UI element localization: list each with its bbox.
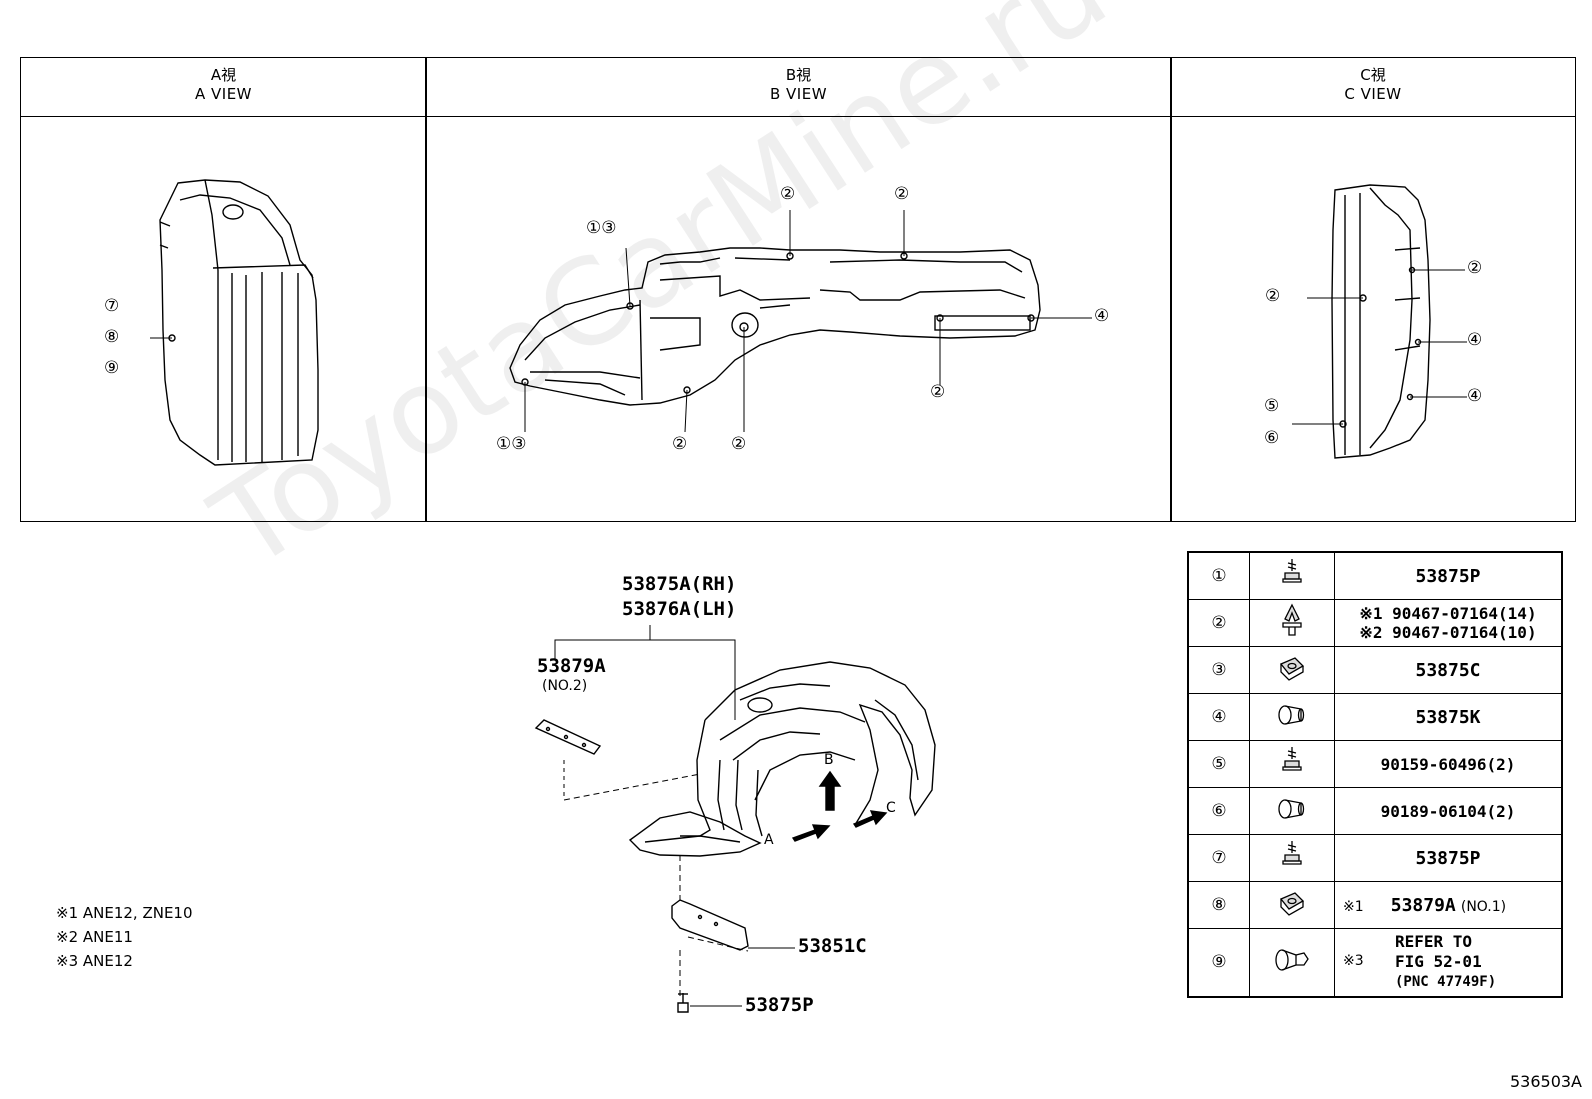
b-view-callout-1-3-bottom: ①③	[496, 434, 527, 454]
exploded-leaders	[554, 625, 795, 1007]
screw-part-number: 53875P	[745, 994, 814, 1016]
part-number-line-2: ※2 90467-07164(10)	[1359, 623, 1537, 642]
view-c-title-en: C VIEW	[1344, 85, 1402, 103]
figure-code: 536503A	[1509, 1072, 1582, 1091]
view-a-title-en: A VIEW	[194, 85, 253, 103]
c-view-callout-2-left: ②	[1265, 286, 1281, 306]
clip-nut-icon	[1279, 657, 1305, 681]
note-2: ※2 ANE11	[56, 928, 133, 946]
row-number: ④	[1211, 707, 1227, 727]
part-number: 53879A	[1390, 894, 1456, 916]
row-number: ⑤	[1211, 754, 1227, 774]
screw-icon	[1282, 559, 1302, 583]
bracket-part-number: 53879A	[537, 655, 606, 677]
row-number: ⑨	[1211, 952, 1227, 973]
part-number: 90159-60496(2)	[1380, 754, 1516, 774]
part-number: 53875C	[1415, 659, 1481, 681]
table-row: ⑤ 90159-60496(2)	[1187, 740, 1563, 788]
a-view-callout-7: ⑦	[104, 296, 120, 316]
part-number: 53875K	[1415, 706, 1481, 728]
table-row: ③ 53875C	[1187, 646, 1563, 694]
clip-nut-icon	[1279, 892, 1305, 916]
row-number: ②	[1211, 613, 1227, 633]
table-row: ⑨ ※3 REFER TO FIG 52-01 (PNC 47749F)	[1187, 928, 1563, 997]
exploded-liner-drawing	[534, 661, 936, 1013]
view-b-header: B視 B VIEW	[426, 58, 1171, 117]
arrow-label-a: A	[764, 832, 774, 848]
view-c-header: C視 C VIEW	[1171, 58, 1575, 117]
part-number-line-1: ※1 90467-07164(14)	[1359, 604, 1537, 623]
note-3: ※3 ANE12	[56, 952, 133, 970]
c-view-callout-4-lower: ④	[1467, 386, 1483, 406]
part-number: 90189-06104(2)	[1380, 801, 1516, 821]
retainer-icon	[1275, 949, 1309, 971]
b-view-liner-drawing	[509, 247, 1041, 406]
view-b-title-jp: B視	[785, 66, 812, 84]
c-view-callout-5: ⑤	[1264, 396, 1280, 416]
reference-line-3: (PNC 47749F)	[1395, 974, 1497, 991]
arrow-label-c: C	[886, 800, 896, 816]
screw-icon	[1282, 747, 1302, 771]
b-view-callout-2-c: ②	[930, 382, 946, 402]
reference-line-2: FIG 52-01	[1395, 952, 1482, 972]
liner-rh-part-number: 53875A(RH)	[622, 573, 737, 595]
applicability-mark: ※1	[1343, 898, 1364, 915]
arrow-label-b: B	[824, 752, 834, 768]
view-c-panel: C視 C VIEW	[1170, 57, 1576, 522]
table-row: ⑧ ※1 53879A (NO.1)	[1187, 881, 1563, 929]
table-row: ⑥ 90189-06104(2)	[1187, 787, 1563, 835]
part-number-sub: (NO.1)	[1460, 898, 1507, 915]
b-view-callout-2-a: ②	[780, 184, 796, 204]
parts-table: ① 53875P ② ※1 90467-07164(14) ※2 90467-0…	[1187, 551, 1563, 998]
b-view-leaders	[524, 210, 1092, 433]
view-direction-arrows	[791, 770, 888, 842]
row-number: ⑧	[1211, 895, 1227, 915]
view-c-title-jp: C視	[1360, 66, 1386, 84]
part-number: 53875P	[1415, 565, 1481, 587]
c-view-leaders	[1292, 269, 1467, 425]
a-view-callout-9: ⑨	[104, 358, 120, 378]
view-b-title-en: B VIEW	[769, 85, 828, 103]
liner-lh-part-number: 53876A(LH)	[622, 598, 737, 620]
grommet-icon	[1278, 799, 1305, 819]
c-view-callout-2-right: ②	[1467, 258, 1483, 278]
c-view-callout-4-upper: ④	[1467, 330, 1483, 350]
row-number: ⑥	[1211, 801, 1227, 821]
applicability-mark: ※3	[1343, 953, 1364, 969]
push-clip-icon	[1282, 603, 1302, 636]
view-a-header: A視 A VIEW	[21, 58, 426, 117]
b-view-callout-2-b: ②	[894, 184, 910, 204]
row-number: ①	[1211, 566, 1227, 586]
a-view-callout-8: ⑧	[104, 327, 120, 347]
view-b-panel: B視 B VIEW	[425, 57, 1172, 522]
b-view-callout-2-d: ②	[672, 434, 688, 454]
a-view-liner-drawing	[159, 179, 319, 466]
c-view-liner-drawing	[1331, 184, 1431, 459]
b-view-callout-2-e: ②	[731, 434, 747, 454]
view-a-title-jp: A視	[210, 66, 237, 84]
row-number: ③	[1211, 660, 1227, 680]
table-row: ① 53875P	[1187, 551, 1563, 600]
grommet-icon	[1278, 705, 1305, 725]
bracket-sub-label: (NO.2)	[542, 678, 588, 694]
reference-line-1: REFER TO	[1395, 932, 1473, 952]
table-row: ⑦ 53875P	[1187, 834, 1563, 882]
screw-icon	[1282, 841, 1302, 865]
row-number: ⑦	[1211, 848, 1227, 868]
b-view-callout-4: ④	[1094, 306, 1110, 326]
note-1: ※1 ANE12, ZNE10	[56, 904, 193, 922]
c-view-callout-6: ⑥	[1264, 428, 1280, 448]
part-number: 53875P	[1415, 847, 1481, 869]
table-row: ② ※1 90467-07164(14) ※2 90467-07164(10)	[1187, 599, 1563, 647]
seal-part-number: 53851C	[798, 935, 867, 957]
b-view-callout-1-3-top: ①③	[586, 218, 617, 238]
table-row: ④ 53875K	[1187, 693, 1563, 741]
view-a-panel: A視 A VIEW	[20, 57, 427, 522]
